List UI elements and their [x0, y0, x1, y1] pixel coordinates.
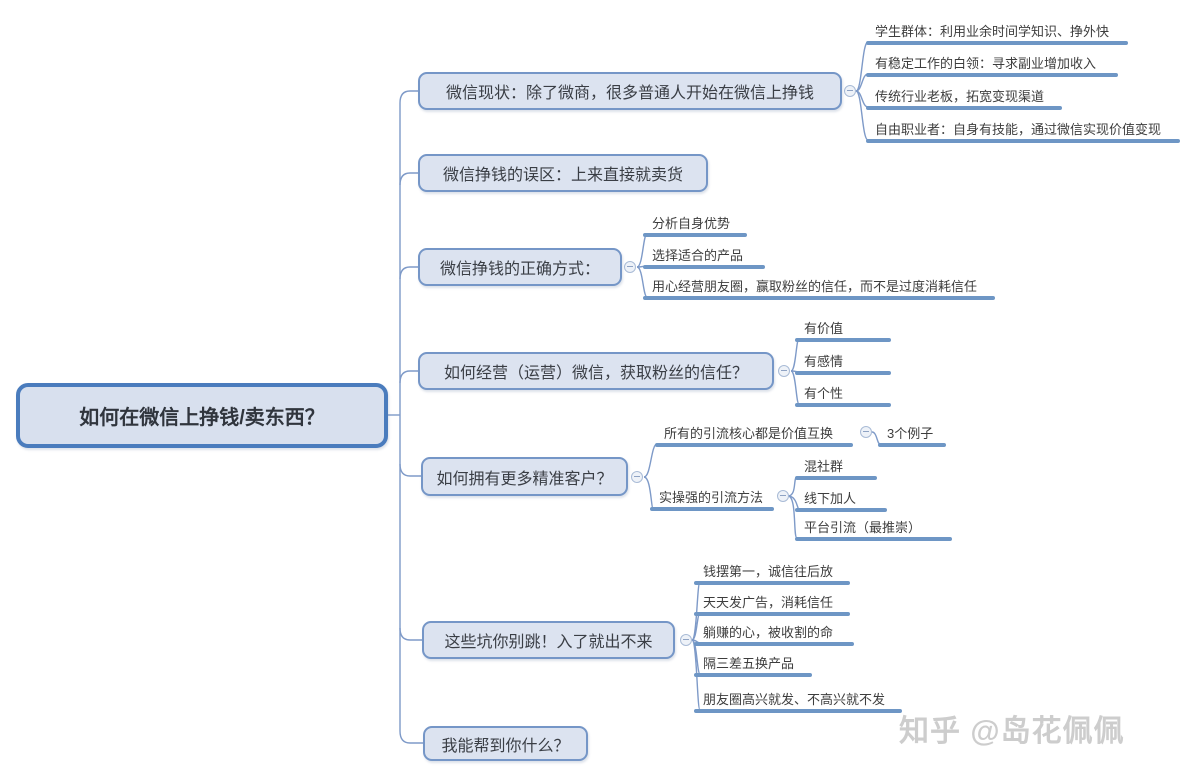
underline [694, 612, 850, 616]
underline [655, 443, 853, 447]
branch-gain-trust[interactable]: 如何经营（运营）微信，获取粉丝的信任？ [418, 352, 774, 390]
topic-freelancer[interactable]: 自由职业者：自身有技能，通过微信实现价值变现 [866, 121, 1180, 143]
branch-correct-way[interactable]: 微信挣钱的正确方式： [418, 248, 622, 286]
topic-analyze-strengths[interactable]: 分析自身优势 [643, 215, 747, 237]
underline [694, 581, 850, 585]
topic-join-communities[interactable]: 混社群 [795, 458, 877, 480]
underline [643, 265, 765, 269]
topic-money-first[interactable]: 钱摆第一，诚信往后放 [694, 563, 850, 585]
topic-three-examples[interactable]: 3个例子 [878, 425, 946, 447]
branch-more-customers[interactable]: 如何拥有更多精准客户？ [421, 457, 628, 496]
topic-label: 所有的引流核心都是价值互换 [664, 426, 834, 441]
underline [866, 41, 1128, 45]
underline [866, 139, 1180, 143]
collapse-icon[interactable] [631, 471, 643, 483]
root-topic[interactable]: 如何在微信上挣钱/卖东西？ [16, 383, 388, 448]
topic-label: 平台引流（最推崇） [804, 520, 922, 535]
topic-label: 用心经营朋友圈，赢取粉丝的信任，而不是过度消耗信任 [652, 279, 978, 294]
collapse-icon[interactable] [680, 634, 692, 646]
underline [650, 507, 774, 511]
branch-how-can-i-help[interactable]: 我能帮到你什么？ [423, 726, 588, 761]
underline [866, 106, 1062, 110]
topic-label: 有个性 [804, 386, 844, 401]
underline [795, 371, 891, 375]
topic-lazy-profit[interactable]: 躺赚的心，被收割的命 [694, 624, 854, 646]
topic-post-by-mood[interactable]: 朋友圈高兴就发、不高兴就不发 [694, 691, 902, 713]
topic-label: 线下加人 [804, 491, 857, 506]
topic-practical-methods[interactable]: 实操强的引流方法 [650, 489, 774, 511]
topic-run-moments[interactable]: 用心经营朋友圈，赢取粉丝的信任，而不是过度消耗信任 [643, 278, 995, 300]
root-topic-label: 如何在微信上挣钱/卖东西？ [79, 407, 325, 429]
topic-daily-ads[interactable]: 天天发广告，消耗信任 [694, 594, 850, 616]
topic-traffic-core[interactable]: 所有的引流核心都是价值互换 [655, 425, 853, 447]
topic-platform-traffic[interactable]: 平台引流（最推崇） [795, 519, 952, 541]
branch-label: 微信挣钱的误区：上来直接就卖货 [442, 167, 683, 184]
topic-label: 实操强的引流方法 [659, 490, 764, 505]
topic-student-group[interactable]: 学生群体：利用业余时间学知识、挣外快 [866, 23, 1128, 45]
topic-switch-products[interactable]: 隔三差五换产品 [694, 655, 812, 677]
topic-label: 天天发广告，消耗信任 [703, 595, 834, 610]
topic-label: 混社群 [804, 459, 844, 474]
topic-label: 钱摆第一，诚信往后放 [703, 564, 834, 579]
branch-label: 微信现状：除了微商，很多普通人开始在微信上挣钱 [445, 85, 814, 102]
topic-label: 3个例子 [887, 426, 934, 441]
branch-label: 如何拥有更多精准客户？ [436, 470, 613, 488]
underline [694, 709, 902, 713]
collapse-icon[interactable] [844, 85, 856, 97]
topic-label: 有稳定工作的白领：寻求副业增加收入 [875, 56, 1097, 71]
topic-label: 选择适合的产品 [652, 248, 744, 263]
underline [643, 296, 995, 300]
branch-wechat-status[interactable]: 微信现状：除了微商，很多普通人开始在微信上挣钱 [418, 72, 842, 110]
underline [643, 233, 747, 237]
topic-traditional-boss[interactable]: 传统行业老板，拓宽变现渠道 [866, 88, 1062, 110]
topic-emotional[interactable]: 有感情 [795, 353, 891, 375]
branch-misconception[interactable]: 微信挣钱的误区：上来直接就卖货 [418, 154, 708, 192]
topic-label: 传统行业老板，拓宽变现渠道 [875, 89, 1045, 104]
topic-label: 朋友圈高兴就发、不高兴就不发 [703, 692, 886, 707]
collapse-icon[interactable] [777, 490, 789, 502]
zhihu-watermark: 知乎 @岛花佩佩 [899, 715, 1125, 748]
collapse-icon[interactable] [624, 261, 636, 273]
topic-label: 学生群体：利用业余时间学知识、挣外快 [875, 24, 1110, 39]
branch-label: 我能帮到你什么？ [441, 737, 570, 755]
topic-valuable[interactable]: 有价值 [795, 320, 891, 342]
topic-white-collar[interactable]: 有稳定工作的白领：寻求副业增加收入 [866, 55, 1118, 77]
underline [694, 673, 812, 677]
topic-offline-adding[interactable]: 线下加人 [795, 490, 887, 512]
underline [866, 73, 1118, 77]
topic-personality[interactable]: 有个性 [795, 385, 891, 407]
branch-label: 如何经营（运营）微信，获取粉丝的信任？ [443, 365, 748, 382]
topic-choose-product[interactable]: 选择适合的产品 [643, 247, 765, 269]
underline [795, 403, 891, 407]
underline [878, 443, 946, 447]
collapse-icon[interactable] [860, 426, 872, 438]
underline [795, 537, 952, 541]
topic-label: 分析自身优势 [652, 216, 731, 231]
branch-label: 这些坑你别跳！入了就出不来 [444, 634, 653, 651]
topic-label: 有感情 [804, 354, 844, 369]
underline [694, 642, 854, 646]
collapse-icon[interactable] [778, 365, 790, 377]
topic-label: 自由职业者：自身有技能，通过微信实现价值变现 [875, 122, 1162, 137]
topic-label: 有价值 [804, 321, 844, 336]
branch-label: 微信挣钱的正确方式： [439, 261, 600, 278]
underline [795, 508, 887, 512]
underline [795, 338, 891, 342]
underline [795, 476, 877, 480]
topic-label: 隔三差五换产品 [703, 656, 795, 671]
branch-pitfalls[interactable]: 这些坑你别跳！入了就出不来 [422, 621, 675, 659]
topic-label: 躺赚的心，被收割的命 [703, 625, 834, 640]
